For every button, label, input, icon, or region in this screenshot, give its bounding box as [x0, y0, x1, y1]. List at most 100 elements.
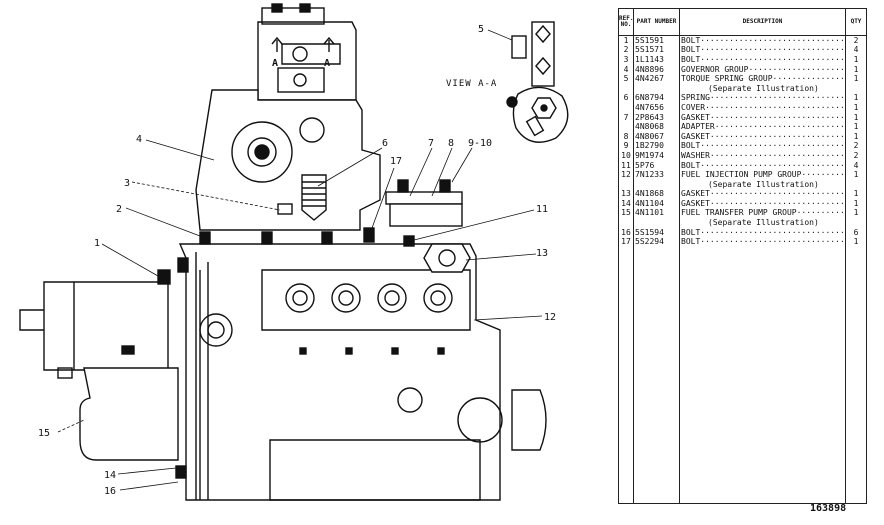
callout-5: 5 — [478, 24, 484, 35]
ref-no-cell: 3 — [618, 55, 634, 65]
filler-cell — [618, 247, 634, 504]
ref-no-cell: 12 — [618, 170, 634, 180]
description-text: (Separate Illustration) — [708, 179, 819, 189]
leader-dots: ······························ — [700, 160, 845, 170]
callout-13: 13 — [536, 248, 548, 259]
description-text: TORQUE SPRING GROUP — [681, 74, 773, 84]
leader-dots: ······························ — [700, 45, 845, 55]
part-number-cell: 5S1594 — [633, 227, 680, 238]
part-number-cell: 4N8896 — [633, 64, 680, 75]
part-number-cell: 1B2790 — [633, 141, 680, 152]
description-cell: BOLT······························ — [679, 35, 846, 46]
description-text: (Separate Illustration) — [708, 218, 819, 228]
description-cell: BOLT······························ — [679, 227, 846, 238]
ref-no-cell — [618, 179, 634, 190]
description-cell: GOVERNOR GROUP···················· — [679, 64, 846, 75]
ref-no-cell — [618, 122, 634, 132]
part-number-cell: 5S2294 — [633, 237, 680, 248]
leader-dots: ···················· — [748, 64, 845, 74]
leader-dots: ···························· — [709, 199, 845, 208]
description-text: FUEL TRANSFER PUMP GROUP — [681, 208, 797, 218]
description-text: WASHER — [681, 151, 710, 160]
description-text: BOLT — [681, 227, 701, 237]
leader-dots: ···························· — [709, 131, 845, 141]
description-cell: BOLT······························ — [679, 237, 846, 248]
qty-cell: 2 — [845, 35, 867, 46]
ref-no-cell: 13 — [618, 189, 634, 200]
ref-no-cell: 10 — [618, 151, 634, 161]
description-text: COVER — [681, 103, 706, 112]
description-text: FUEL INJECTION PUMP GROUP — [681, 170, 802, 180]
leader-dots: ··············· — [772, 74, 845, 84]
ref-no-cell: 15 — [618, 208, 634, 219]
qty-cell — [845, 218, 867, 228]
qty-cell: 1 — [845, 199, 867, 209]
description-text: (Separate Illustration) — [708, 83, 819, 93]
part-number-cell: 4N1101 — [633, 208, 680, 219]
cover-adapter-stack — [385, 179, 463, 227]
qty-cell: 1 — [845, 93, 867, 104]
part-number-cell: 4N1868 — [633, 189, 680, 200]
leader-dots: ··························· — [714, 122, 845, 132]
description-cell: (Separate Illustration) — [679, 83, 846, 94]
description-text: GASKET — [681, 189, 710, 199]
callout-12: 12 — [544, 312, 556, 323]
description-cell: (Separate Illustration) — [679, 218, 846, 228]
part-number-cell: 9M1974 — [633, 151, 680, 161]
part-number-cell — [633, 83, 680, 94]
ref-no-cell: 4 — [618, 64, 634, 75]
callout-16: 16 — [104, 486, 116, 497]
exploded-parts-diagram: A A — [19, 3, 569, 501]
description-cell: FUEL INJECTION PUMP GROUP········· — [679, 170, 846, 180]
description-cell: ADAPTER··························· — [679, 122, 846, 132]
leader-dots: ···························· — [709, 151, 845, 160]
description-text: GASKET — [681, 199, 710, 208]
callout-1: 1 — [94, 238, 100, 249]
view-a-a-detail — [506, 21, 569, 143]
header-qty: QTY — [845, 8, 867, 36]
ref-no-cell: 1 — [618, 35, 634, 46]
description-text: BOLT — [681, 35, 701, 45]
description-cell: TORQUE SPRING GROUP··············· — [679, 74, 846, 84]
table-row: (Separate Illustration) — [618, 179, 867, 190]
description-text: BOLT — [681, 160, 701, 170]
part-number-cell — [633, 218, 680, 228]
qty-cell: 1 — [845, 64, 867, 75]
part-number-cell: 5S1571 — [633, 45, 680, 56]
ref-no-cell — [618, 103, 634, 113]
ref-no-cell: 8 — [618, 131, 634, 142]
qty-cell: 1 — [845, 131, 867, 142]
callout-8: 8 — [448, 138, 454, 149]
leader-lines — [57, 29, 543, 491]
description-text: BOLT — [681, 45, 701, 55]
leader-dots: ····························· — [705, 103, 845, 112]
ref-no-cell: 6 — [618, 93, 634, 104]
pump-top-bolts — [199, 227, 415, 247]
leader-dots: ······························ — [700, 141, 845, 151]
leader-dots: ···························· — [709, 112, 845, 122]
qty-cell: 6 — [845, 227, 867, 238]
header-part-number: PART NUMBER — [633, 8, 680, 36]
part-number-cell: 4N4267 — [633, 74, 680, 84]
part-number-cell: 7N1233 — [633, 170, 680, 180]
header-ref-no: REF. NO. — [618, 8, 634, 36]
governor-body — [195, 89, 381, 231]
header-description: DESCRIPTION — [679, 8, 846, 36]
section-arrow-right — [323, 36, 335, 52]
ref-no-cell: 11 — [618, 160, 634, 171]
ref-no-cell: 7 — [618, 112, 634, 123]
qty-cell: 2 — [845, 151, 867, 161]
ref-no-cell: 2 — [618, 45, 634, 56]
callout-2: 2 — [116, 204, 122, 215]
parts-table-header: REF. NO. PART NUMBER DESCRIPTION QTY — [618, 8, 867, 36]
description-cell: BOLT······························ — [679, 55, 846, 65]
ref-no-cell — [618, 83, 634, 94]
